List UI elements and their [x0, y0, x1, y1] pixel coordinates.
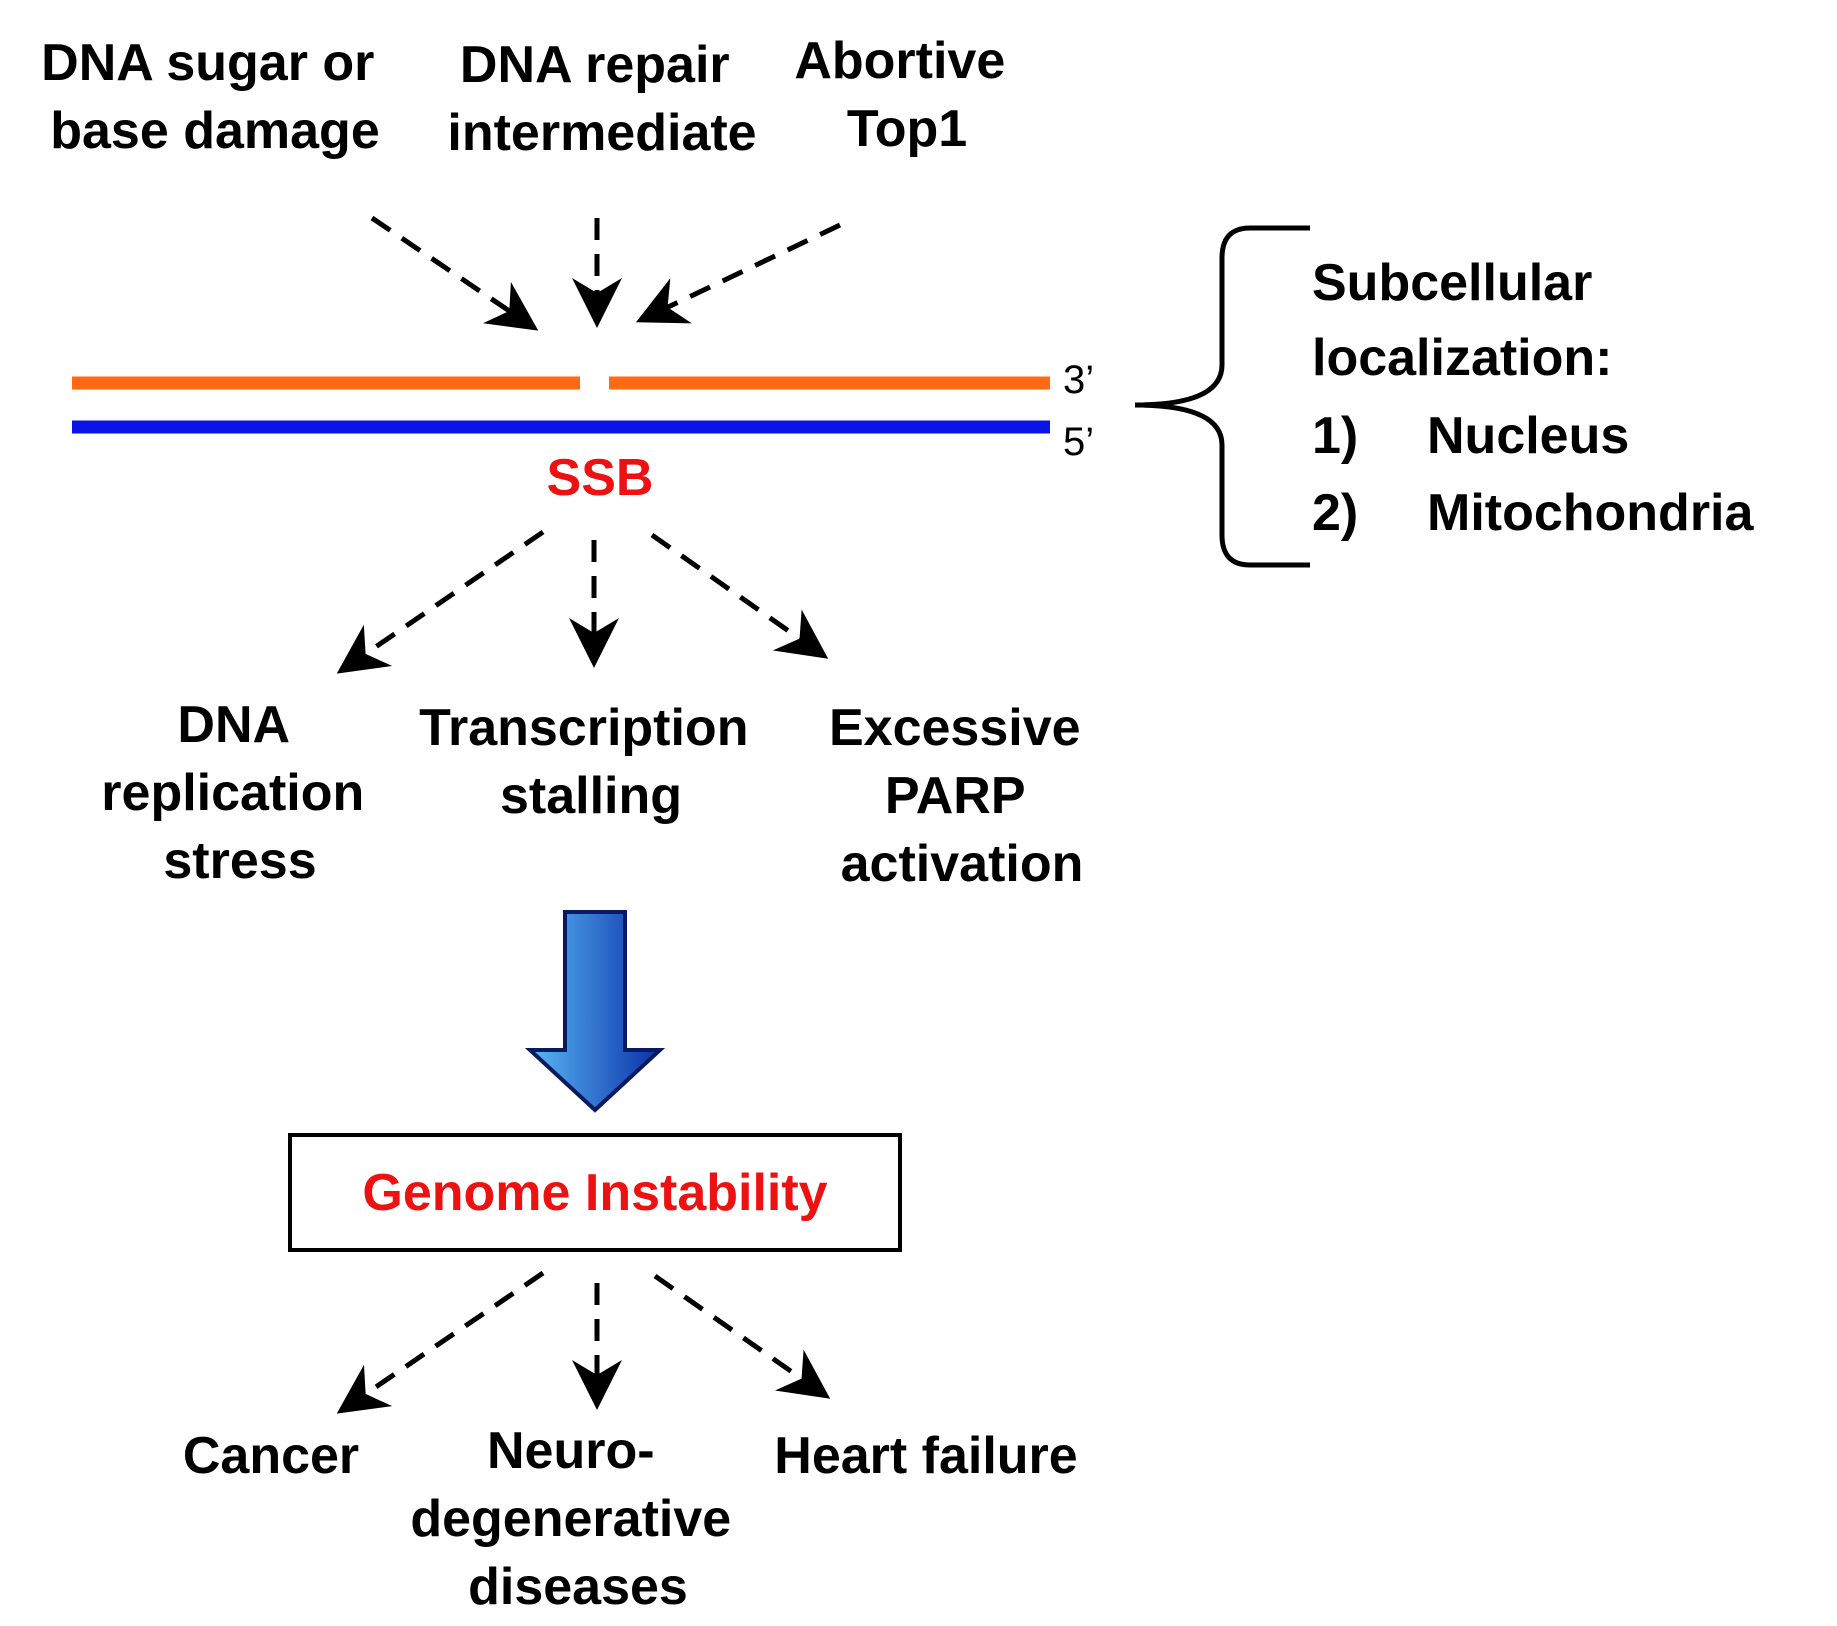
cause-label-sugar-base-damage: DNA sugar or base damage: [41, 34, 389, 160]
strand-end-label-5prime: 5’: [1063, 420, 1094, 464]
localization-item-1: 1) Nucleus: [1312, 407, 1629, 465]
disease-label-neurodegenerative: Neuro- degenerative diseases: [410, 1422, 745, 1616]
dashed-arrow-to-heart-failure: [653, 1273, 831, 1399]
disease-label-heart-failure: Heart failure: [774, 1427, 1077, 1485]
consequence-label-parp-activation: Excessive PARP activation: [829, 699, 1095, 893]
localization-title: Subcellular localization:: [1312, 254, 1612, 387]
dashed-arrow-sugar-to-ssb: [370, 215, 539, 331]
ssb-label: SSB: [547, 449, 654, 507]
genome-instability-label: Genome Instability: [362, 1164, 827, 1222]
strand-end-label-3prime: 3’: [1063, 358, 1094, 402]
consequence-label-transcription-stalling: Transcription stalling: [419, 699, 763, 825]
cause-label-repair-intermediate: DNA repair intermediate: [447, 36, 756, 162]
disease-label-cancer: Cancer: [183, 1427, 359, 1485]
genome-instability-box: [288, 1133, 902, 1252]
dashed-arrow-top1-to-ssb: [635, 222, 842, 324]
dashed-arrow-ssb-to-parp: [650, 532, 829, 659]
localization-item-2: 2) Mitochondria: [1312, 484, 1755, 542]
cause-label-abortive-top1: Abortive Top1: [794, 32, 1019, 158]
dashed-arrow-ssb-to-replication: [336, 529, 545, 674]
consequence-label-replication-stress: DNA replication stress: [101, 696, 378, 890]
block-arrow-to-genome-instability: [524, 910, 666, 1113]
localization-bracket: [1134, 225, 1310, 568]
dashed-arrow-to-cancer: [336, 1270, 545, 1414]
